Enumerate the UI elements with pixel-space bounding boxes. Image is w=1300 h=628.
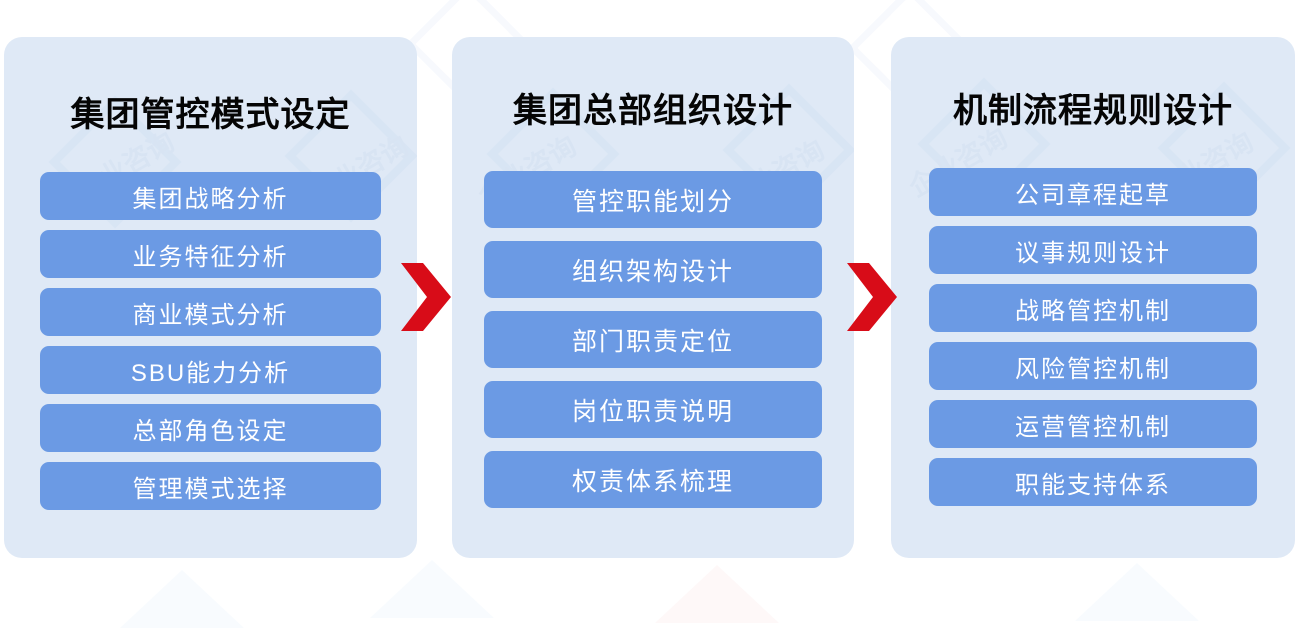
stage-item-2-4[interactable]: 岗位职责说明 — [484, 381, 822, 438]
stage-item-1-1[interactable]: 集团战略分析 — [40, 172, 381, 220]
stage-item-list-3: 公司章程起草 议事规则设计 战略管控机制 风险管控机制 运营管控机制 职能支持体… — [891, 168, 1295, 506]
stage-item-2-2[interactable]: 组织架构设计 — [484, 241, 822, 298]
stage-item-1-3[interactable]: 商业模式分析 — [40, 288, 381, 336]
stage-item-3-5[interactable]: 运营管控机制 — [929, 400, 1257, 448]
stage-item-3-2[interactable]: 议事规则设计 — [929, 226, 1257, 274]
stage-item-list-2: 管控职能划分 组织架构设计 部门职责定位 岗位职责说明 权责体系梳理 — [452, 171, 854, 508]
stage-item-3-6[interactable]: 职能支持体系 — [929, 458, 1257, 506]
stage-item-3-1[interactable]: 公司章程起草 — [929, 168, 1257, 216]
stage-panel-1: 企业咨询 企业咨询 集团管控模式设定 集团战略分析 业务特征分析 商业模式分析 … — [4, 37, 417, 558]
stage-item-list-1: 集团战略分析 业务特征分析 商业模式分析 SBU能力分析 总部角色设定 管理模式… — [4, 172, 417, 510]
stage-item-2-1[interactable]: 管控职能划分 — [484, 171, 822, 228]
stage-item-3-4[interactable]: 风险管控机制 — [929, 342, 1257, 390]
stage-item-2-5[interactable]: 权责体系梳理 — [484, 451, 822, 508]
stage-title-1: 集团管控模式设定 — [70, 96, 351, 134]
stage-title-3: 机制流程规则设计 — [953, 92, 1233, 130]
stage-item-3-3[interactable]: 战略管控机制 — [929, 284, 1257, 332]
chevron-right-arrow-icon — [847, 259, 897, 335]
stage-item-1-2[interactable]: 业务特征分析 — [40, 230, 381, 278]
stage-panel-2: 企业咨询 企业咨询 集团总部组织设计 管控职能划分 组织架构设计 部门职责定位 … — [452, 37, 854, 558]
stage-item-2-3[interactable]: 部门职责定位 — [484, 311, 822, 368]
stage-item-1-4[interactable]: SBU能力分析 — [40, 346, 381, 394]
process-flow-diagram: 企业咨询 企业咨询 集团管控模式设定 集团战略分析 业务特征分析 商业模式分析 … — [4, 37, 1295, 558]
chevron-right-arrow-icon — [401, 259, 451, 335]
stage-panel-3: 企业咨询 企业咨询 机制流程规则设计 公司章程起草 议事规则设计 战略管控机制 … — [891, 37, 1295, 558]
stage-item-1-6[interactable]: 管理模式选择 — [40, 462, 381, 510]
stage-item-1-5[interactable]: 总部角色设定 — [40, 404, 381, 452]
stage-title-2: 集团总部组织设计 — [513, 92, 793, 130]
